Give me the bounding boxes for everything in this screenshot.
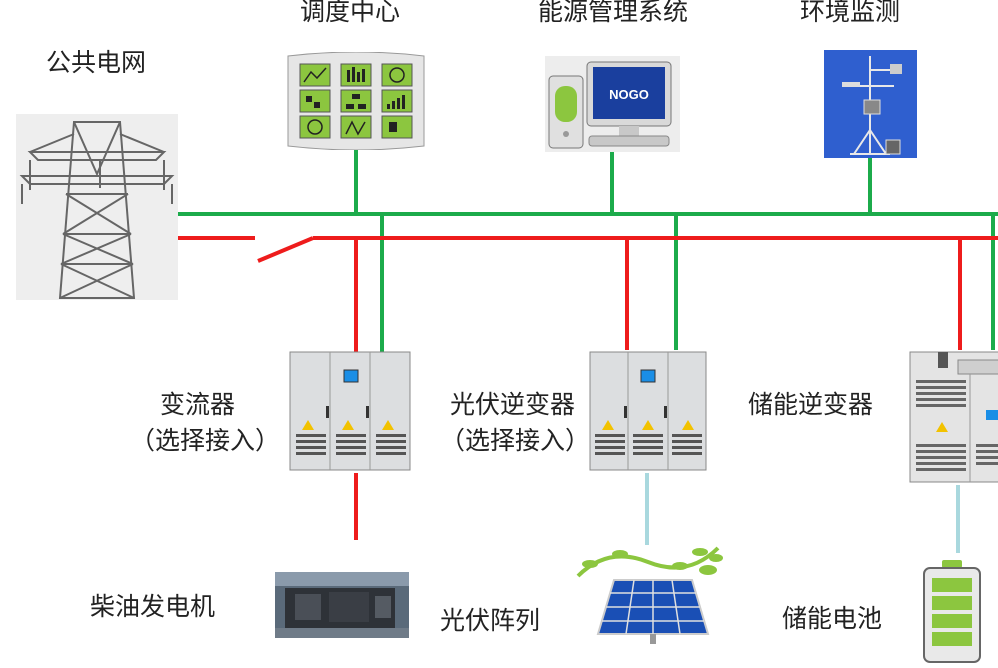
converter-cabinet-icon <box>288 350 412 472</box>
label-pv-inverter-note: （选择接入） <box>440 426 591 455</box>
label-env: 环境监测 <box>800 0 901 26</box>
label-converter-note: （选择接入） <box>130 426 281 455</box>
label-diesel: 柴油发电机 <box>90 592 216 621</box>
ems-screen-text: NOGO <box>609 87 649 102</box>
storage-inverter-cabinet-icon <box>908 350 998 484</box>
diesel-generator-icon <box>275 572 409 638</box>
label-storage-inverter: 储能逆变器 <box>748 390 874 419</box>
storage-battery-icon <box>920 558 984 664</box>
grid-switch <box>257 236 314 263</box>
transmission-tower-icon <box>16 114 178 300</box>
label-dispatch: 调度中心 <box>300 0 401 26</box>
ems-computer-icon: NOGO <box>545 56 680 152</box>
pv-array-icon <box>568 540 728 646</box>
label-grid: 公共电网 <box>46 48 147 77</box>
pv-inverter-cabinet-icon <box>588 350 708 472</box>
dispatch-center-icon <box>286 51 426 151</box>
environment-station-icon <box>824 50 917 158</box>
label-battery: 储能电池 <box>782 604 883 633</box>
label-ems: 能源管理系统 <box>538 0 689 26</box>
label-converter: 变流器 <box>160 390 236 419</box>
label-pv-inverter: 光伏逆变器 <box>450 390 576 419</box>
label-pv-array: 光伏阵列 <box>440 606 541 635</box>
